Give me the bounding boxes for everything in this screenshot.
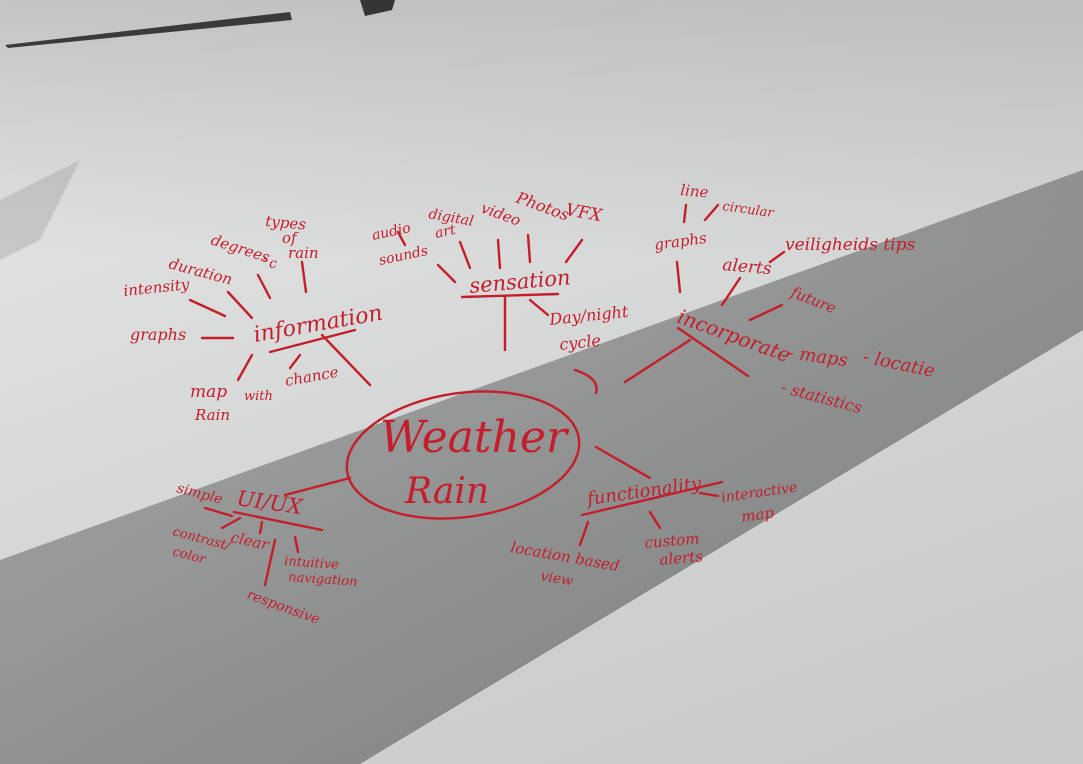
left-shadow [0,160,80,260]
sensation-leaf-cycle: cycle [558,331,601,354]
center-title-weather: Weather [380,412,570,463]
line-responsive [263,538,277,587]
line-audio [396,230,407,247]
line-custom [648,510,662,530]
line-duration [226,290,254,320]
functionality-leaf-custom: custom [644,529,700,552]
top-shade [0,0,1083,260]
line-alerts [720,276,742,307]
line-intuitive [293,535,300,554]
line-video [496,238,502,270]
marker-smudge [5,12,292,48]
sensation-leaf-art: art [434,222,458,242]
line-clear [258,520,264,535]
center-title-rain: Rain [404,471,489,512]
incorporate-leaf-tips: veiligheids tips [785,235,915,255]
ink-blot [360,0,395,16]
line-intensity [188,298,227,318]
line-inc-graphs [675,260,682,294]
functionality-underline [580,480,724,517]
information-leaf-rain: rain [288,244,319,262]
information-leaf-graphs: graphs [130,325,186,344]
branch-functionality [594,445,652,480]
sensation-leaf-digital: digital [427,206,474,230]
line-degrees [256,273,272,300]
line-tips [768,250,786,264]
line-line [682,203,688,224]
information-leaf-of: of [282,229,299,247]
line-simple [203,506,234,518]
line-circular [703,203,720,222]
branch-uiux [283,476,352,497]
line-photos [526,233,532,264]
information-leaf-with: with [244,389,273,404]
branch-information [320,333,372,387]
line-location [578,520,590,547]
line-contrast [220,516,242,530]
line-chance [288,353,302,370]
incorporate-underline [676,326,750,378]
uiux-leaf-navigation: navigation [288,570,358,590]
information-leaf-types: types [265,212,307,234]
line-sounds [436,263,457,284]
information-leaf-degree-symbol: °c [262,256,277,272]
branch-incorporate [623,338,692,384]
line-digital-art [458,240,472,270]
information-leaf-rain-map: Rain [194,406,230,424]
line-vfx [564,238,584,264]
center-ellipse [345,390,581,520]
center-arc [573,368,598,395]
functionality-leaf-alerts: alerts [659,547,704,569]
incorporate-leaf-alerts: alerts [722,255,773,279]
information-underline [268,328,357,354]
line-day-night [528,298,550,317]
incorporate-leaf-circular: circular [721,199,775,221]
sensation-leaf-day-night: Day/night [547,302,629,329]
incorporate-leaf-line: line [680,181,710,201]
uiux-leaf-intuitive: intuitive [284,554,340,573]
information-leaf-intensity: intensity [123,275,191,300]
sensation-underline [460,292,560,299]
line-map [236,353,254,382]
functionality-leaf-view: view [539,568,574,589]
diagonal-shadow [0,170,1083,764]
uiux-underline [232,510,324,532]
functionality-leaf-map: map [740,504,775,526]
line-types-of-rain [300,260,308,294]
information-leaf-map: map [190,382,227,402]
information-title: information [252,301,385,348]
line-interactive [698,491,720,498]
line-future [748,303,784,322]
